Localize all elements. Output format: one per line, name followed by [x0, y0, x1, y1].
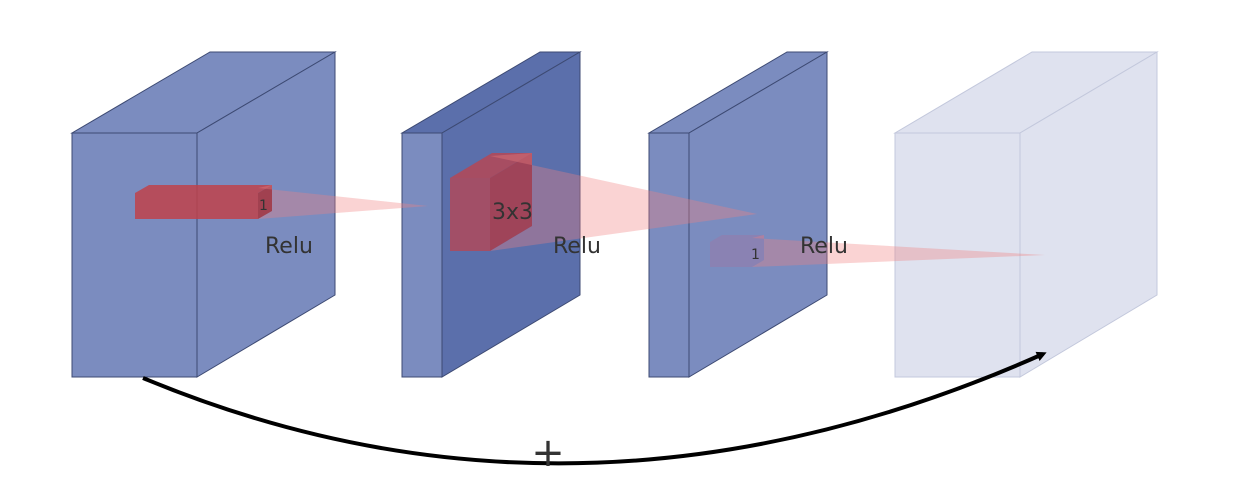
add-symbol: +: [531, 430, 565, 476]
relu-label-1: Relu: [265, 234, 313, 259]
kernel-1b-label: 1: [751, 247, 760, 263]
skip-connection-arrow: [142, 351, 1047, 466]
projection-cone-2: [490, 153, 757, 251]
projection-cone-3: [752, 235, 1045, 267]
kernel-1x1-first: 1: [135, 185, 428, 219]
projection-cone-1: [258, 185, 428, 219]
output-feature-block: [893, 51, 1159, 378]
kernel-3x3: 3x3: [450, 153, 757, 251]
relu-label-3: Relu: [800, 234, 848, 259]
kernel-1x1-second: 1: [710, 235, 1045, 267]
relu-label-2: Relu: [553, 234, 601, 259]
conv3x3-feature-block: [647, 51, 829, 378]
kernel-3x3-label: 3x3: [492, 200, 533, 225]
kernel-1-label: 1: [259, 198, 268, 214]
